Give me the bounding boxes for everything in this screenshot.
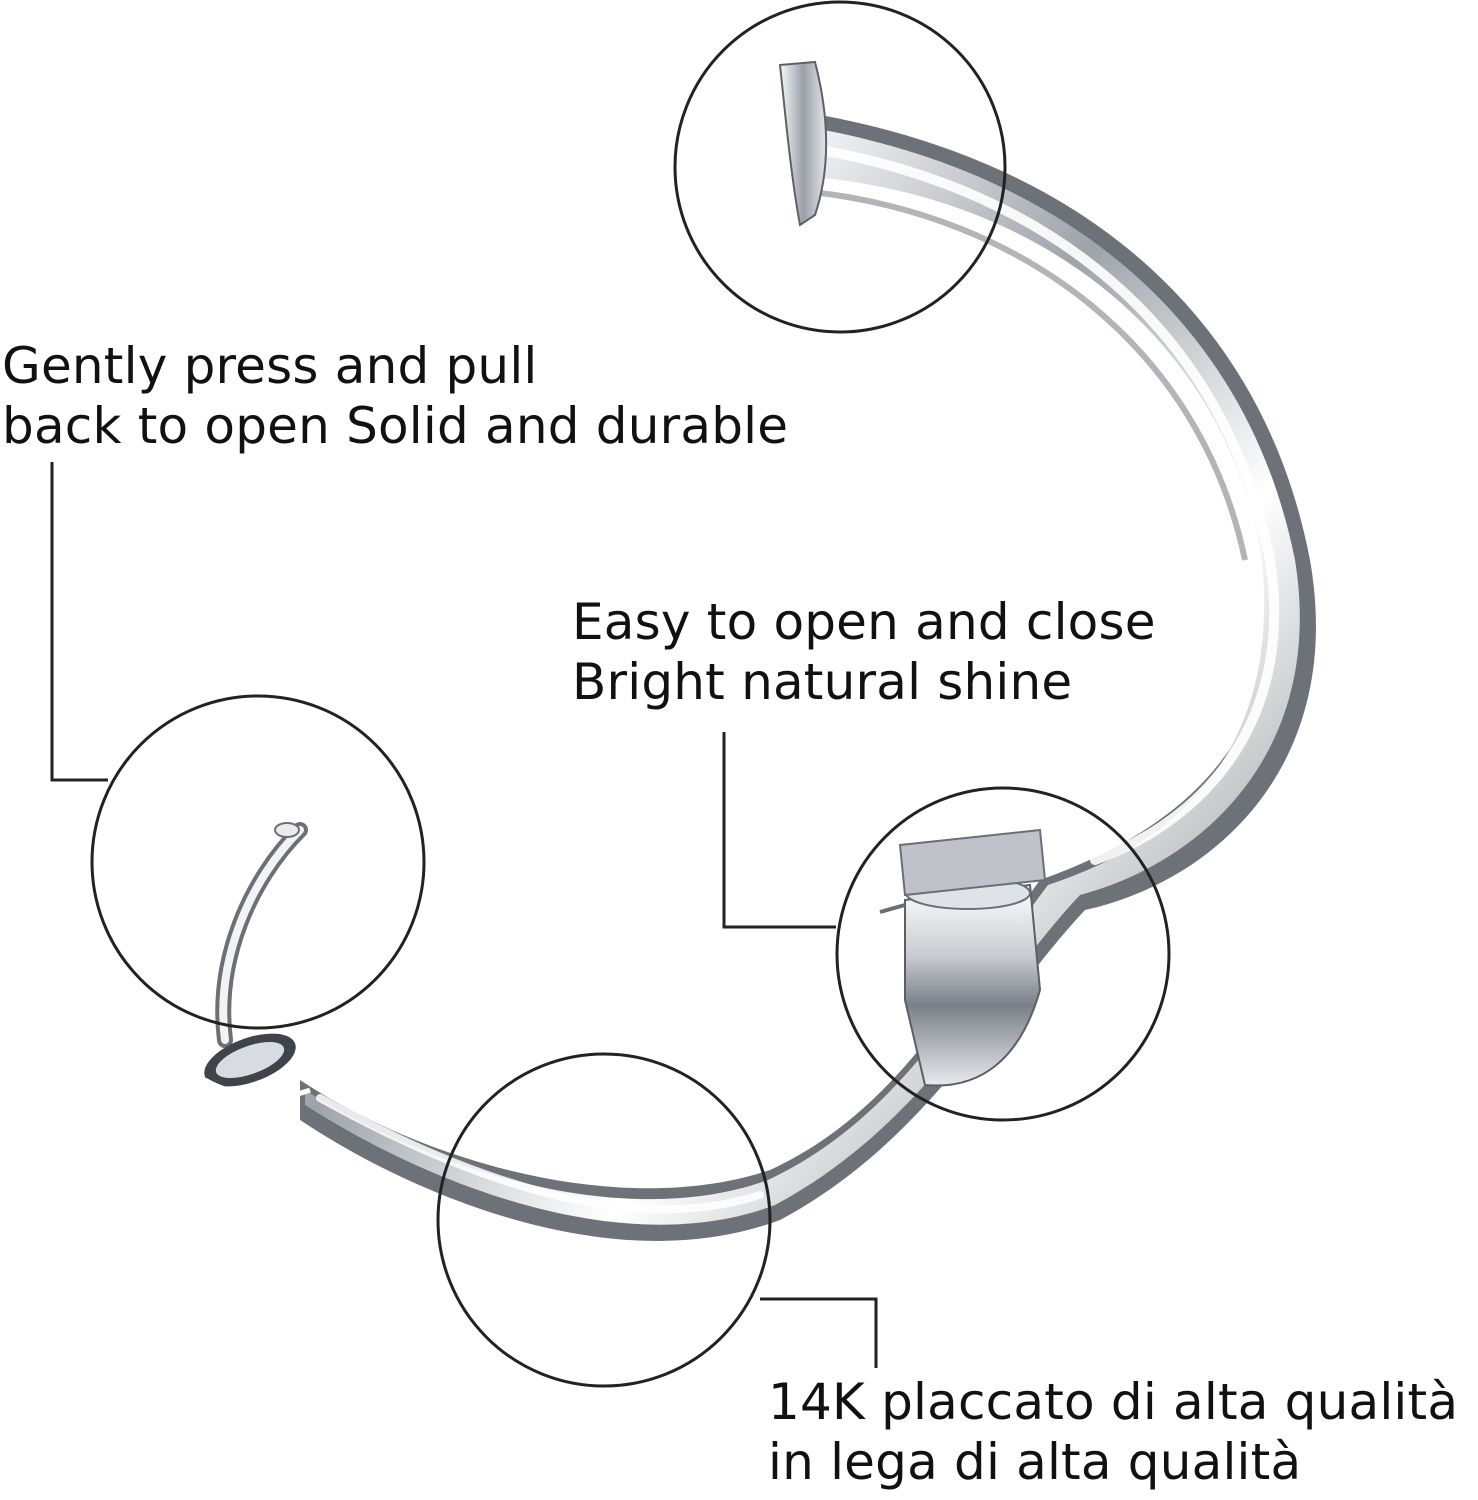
detail-circle-icon xyxy=(436,1052,772,1388)
material-feature-line-1: 14K placcato di alta qualità xyxy=(768,1373,1459,1431)
detail-circle-icon xyxy=(835,786,1171,1122)
closing-pin xyxy=(215,822,308,1048)
callout-line-left xyxy=(50,462,108,782)
shine-feature-caption: Easy to open and close Bright natural sh… xyxy=(572,592,1156,712)
shine-feature-line-1: Easy to open and close xyxy=(572,593,1156,651)
open-feature-line-2: back to open Solid and durable xyxy=(2,397,789,455)
shine-feature-line-2: Bright natural shine xyxy=(572,653,1073,711)
callout-line-middle xyxy=(722,732,836,929)
hinge-block xyxy=(879,828,1047,1087)
material-feature-caption: 14K placcato di alta qualità in lega di … xyxy=(768,1372,1458,1492)
open-feature-caption: Gently press and pull back to open Solid… xyxy=(2,336,788,456)
detail-circles xyxy=(90,0,1171,1388)
open-tube-end xyxy=(203,1033,311,1099)
callout-lines xyxy=(50,462,878,1368)
callout-line-bottom xyxy=(760,1297,878,1368)
detail-circle-icon xyxy=(90,694,426,1030)
material-feature-line-2: in lega di alta qualità xyxy=(768,1433,1302,1491)
detail-circle-icon xyxy=(673,0,1007,334)
hoop-tip xyxy=(778,60,828,227)
open-feature-line-1: Gently press and pull xyxy=(2,337,538,395)
